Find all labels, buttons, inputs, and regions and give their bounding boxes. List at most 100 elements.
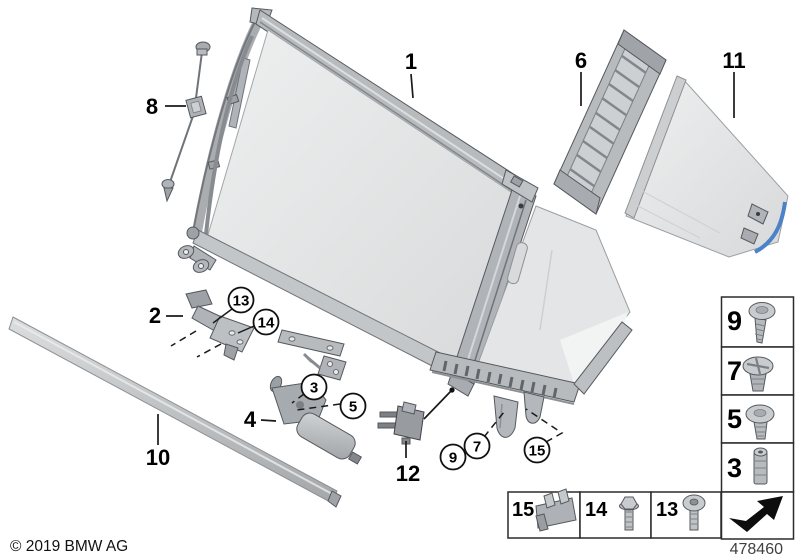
plug-pin [377,422,397,429]
motor-shaft [347,451,363,465]
callout-9-number: 9 [449,450,457,467]
callout-6-label[interactable]: 6 [575,48,587,73]
frame-tab-hole [183,249,189,255]
motor-gear-detail [296,401,304,409]
door-sunblind-assembly [177,7,633,438]
leader-2-direction [170,330,197,347]
callout-4-label[interactable]: 4 [244,407,257,432]
pillar-trim-part-6 [553,29,667,215]
leader-14 [237,325,255,334]
mount-foot-left [493,395,519,438]
bracket-hole [228,330,236,336]
rod-bottom-fastener-tail [163,187,174,203]
leader-13 [212,308,233,324]
callout-15-number: 15 [529,443,546,460]
mount-pin-cap [302,352,314,364]
rail-bolt-dot [518,203,524,209]
blind-pull-handle [507,242,528,285]
legend-cell-7-number: 7 [727,356,742,386]
bracket-foot [223,343,239,361]
bracket-hole [236,339,244,345]
leader-12-dot [449,387,455,393]
diagram-number: 478460 [730,541,783,558]
rod-segment [195,51,203,99]
callout-5-number: 5 [349,399,357,416]
trim-strip-top-cap [617,29,667,75]
callout-14-number: 14 [258,315,275,332]
rod-middle-clip-inner [190,100,202,114]
callout-5-circle[interactable]: 5 [339,392,367,420]
copyright-text: © 2019 BMW AG [10,538,128,555]
fabric-crease [639,189,721,234]
callout-3-number: 3 [310,380,318,397]
hex-flange-bolt-icon [619,496,639,531]
callout-2-label[interactable]: 2 [149,303,161,328]
next-diagram-arrow-icon [729,496,783,532]
callout-8-label[interactable]: 8 [146,94,158,119]
legend-cell-5[interactable]: 5 [720,394,795,444]
edge-bracket-dot [756,212,760,216]
rod-segment [169,115,194,183]
callout-leader-lines [157,72,735,458]
plug-part-12 [377,401,425,445]
mount-plate-hole [333,369,339,375]
legend-cell-9[interactable]: 9 [720,296,795,348]
expanding-rivet-icon [742,356,774,392]
callout-1-label[interactable]: 1 [405,49,417,74]
legend-cell-14-number: 14 [585,499,608,521]
edge-bracket-small [740,227,759,245]
top-rail-shadow [259,21,521,197]
roller-bar-highlight [13,321,335,496]
plug-flange [401,401,417,415]
legend-cell-pointer[interactable] [720,491,795,540]
short-pan-head-screw-icon [745,404,775,440]
motor-body [296,412,356,460]
callout-11-label[interactable]: 11 [722,48,745,73]
callout-14-circle[interactable]: 14 [252,308,280,336]
leader-7 [483,411,505,438]
bracket-clip-head [185,289,213,309]
legend-fastener-column: 9 7 5 [720,296,795,540]
legend-cell-15[interactable]: 15 [507,488,581,539]
legend-bottom-row: 15 14 13 [507,488,722,539]
leader-2-direction [196,343,222,358]
callout-7-circle[interactable]: 7 [463,432,491,460]
spring-clip-icon [535,488,577,532]
trim-strip-bottom-cap [553,169,601,215]
guide-bracket-part-2 [185,289,255,361]
motor-mount-plate [317,355,347,381]
leader-4 [260,419,277,422]
frame-hinge [186,226,200,240]
callout-12-label[interactable]: 12 [396,461,420,486]
callout-9-circle[interactable]: 9 [439,443,467,471]
legend-cell-15-number: 15 [512,499,534,521]
rail-latch [509,175,524,188]
callout-3-circle[interactable]: 3 [300,373,328,401]
rack-slots [442,360,558,399]
legend-cell-13[interactable]: 13 [650,491,722,539]
blind-fabric-left-rail [204,35,254,235]
callout-10-label[interactable]: 10 [146,445,170,470]
callout-7-number: 7 [473,439,481,456]
frame-tab-hole [198,263,204,269]
fastener-rod-part-8 [161,41,211,203]
callout-13-number: 13 [233,293,250,310]
rack-under-edge [431,371,575,405]
roller-bar-part-10 [8,316,342,508]
callout-13-circle[interactable]: 13 [227,286,255,314]
quarter-blind-rail [624,75,687,219]
fabric-crease [539,249,553,331]
leader-12-pointer [423,390,452,420]
legend-cell-7[interactable]: 7 [720,346,795,396]
leader-1 [410,73,414,99]
legend-cell-14[interactable]: 14 [579,491,652,539]
frame-rail-left-edge [192,15,259,233]
rod-bottom-fastener [161,179,175,189]
trim-strip-rungs [569,54,647,188]
callout-15-circle[interactable]: 15 [523,436,551,464]
fabric-crease [635,204,701,239]
mount-foot-right [523,391,545,424]
legend-cell-3[interactable]: 3 [720,442,795,493]
bracket-hole [326,345,334,351]
